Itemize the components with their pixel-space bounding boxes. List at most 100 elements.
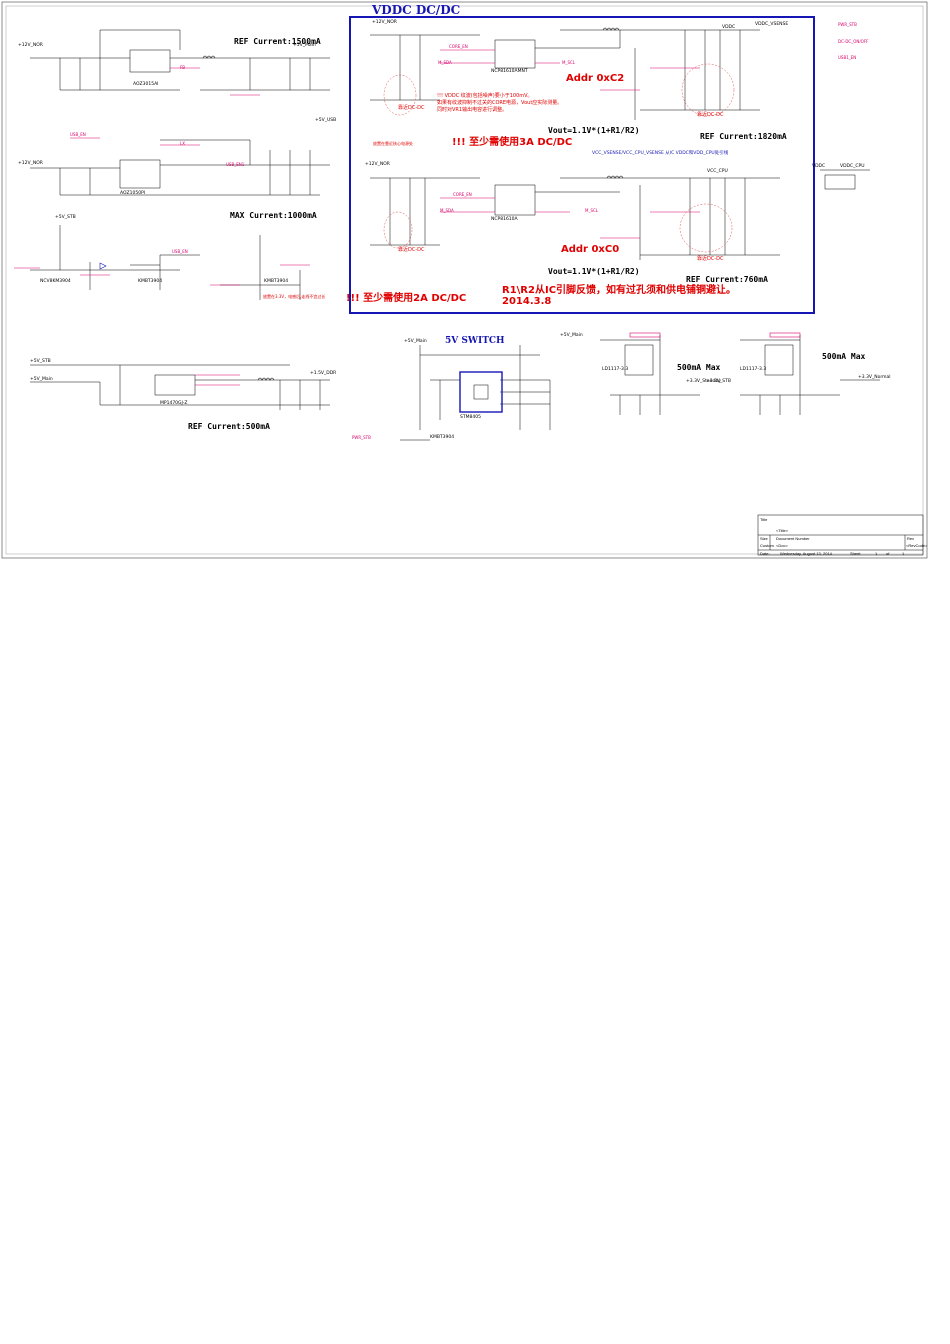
part-u2: MP1470GJ-Z: [160, 401, 188, 406]
net-pwr-stb-2: PWR_STB: [352, 435, 371, 440]
part-q3: KMBT3904: [264, 279, 289, 284]
near-dcdc-label-4: 靠近DC-DC: [697, 256, 724, 262]
vddc-lower-wiring: [370, 177, 780, 260]
net-lx: LX: [180, 141, 185, 146]
title-value: <Title>: [776, 528, 789, 533]
part-u3: AOZ1050PI: [120, 191, 146, 196]
net-3v3-stb: +3.3V_STB: [706, 379, 731, 384]
net-usb-en1: USB_EN1: [226, 162, 245, 167]
part-u26: STM8405: [460, 415, 481, 420]
vout-formula-upper: Vout=1.1V*(1+R1/R2): [548, 126, 640, 135]
near-dcdc-label-3: 靠近DC-DC: [398, 247, 425, 253]
sheet-label: Sheet: [850, 551, 861, 556]
near-dcdc-marker-3: [383, 211, 413, 249]
ldo-wiring: [600, 335, 880, 415]
part-q5: KMBT3904: [430, 435, 455, 440]
placement-note-1: 放置在靠近核心电源处: [373, 141, 413, 146]
net-dcdc-onoff: DC-DC_ON/OFF: [838, 39, 869, 44]
net-m-sda-2: M_SDA: [440, 208, 454, 213]
of-label: of: [886, 551, 890, 556]
net-12v-nor-1: +12V_NOR: [18, 43, 43, 48]
diode-d2: [99, 262, 107, 270]
switch-5v-title: 5V SWITCH: [445, 336, 505, 346]
net-5v-main-2: +5V_Main: [30, 377, 53, 382]
date-value: Wednesday, August 13, 2014: [780, 551, 832, 556]
rev-label: Rev: [907, 536, 915, 541]
switch-5v-wiring: [400, 345, 551, 441]
net-5v-main-3: +5V_Main: [404, 339, 427, 344]
title-block-frame: [757, 514, 924, 556]
sheet-value: 1: [875, 551, 878, 556]
stm8405-chip: [459, 371, 503, 413]
net-5v-stb-2: +5V_STB: [30, 359, 51, 364]
net-3v3-standby: +3.3V_Standby: [686, 379, 721, 384]
addr-0xc2-note: Addr 0xC2: [566, 73, 625, 84]
near-dcdc-marker-2: [681, 63, 735, 117]
title-label: Title: [760, 517, 768, 522]
min-2a-note: !!! 至少需使用2A DC/DC: [346, 293, 467, 304]
net-3v3-normal: +3.3V_Normal: [858, 375, 891, 380]
placement-note-2: 放置在3.3V，电感后,走线不宜过长: [263, 294, 326, 299]
doc-number-label: Document Number: [776, 536, 810, 541]
part-u5: AOZ3015AI: [133, 82, 159, 87]
net-m-scl-1: M_SCL: [562, 60, 576, 65]
rev-value: <RevCode>: [906, 543, 928, 548]
max-500-right: 500mA Max: [822, 352, 866, 361]
r1r2-feedback-note: R1\R2从IC引脚反馈，如有过孔须和供电铺铜避让。: [502, 285, 737, 296]
part-q2: NCV8KM3904: [40, 279, 71, 284]
size-value: Custom: [760, 543, 774, 548]
net-usb-en-1: USB_EN: [70, 132, 86, 137]
net-usb-en-2: USB_EN: [172, 249, 188, 254]
inductor-l1: [602, 27, 620, 31]
vout-formula-lower: Vout=1.1V*(1+R1/R2): [548, 267, 640, 276]
vddc-ripple-note-2: 如果有纹波抑制不过关的CORE电源，Vout应实际测量。: [437, 100, 563, 106]
net-vddc-cpu: VDDC_CPU: [840, 164, 865, 169]
inductor-lbp2: [257, 377, 275, 381]
net-1v5-ddr: +1.5V_DDR: [310, 371, 337, 376]
near-dcdc-label-1: 靠近DC-DC: [398, 105, 425, 111]
net-vddc-vsense: VDDC_VSENSE: [755, 22, 789, 27]
inductor-l7: [606, 175, 624, 179]
net-core-en-1: CORE_EN: [449, 44, 468, 49]
near-dcdc-marker-4: [679, 203, 733, 253]
addr-0xc0-note: Addr 0xC0: [561, 244, 620, 255]
part-u8: NCP81610A: [491, 217, 518, 222]
net-core-en-2: CORE_EN: [453, 192, 472, 197]
size-label: Size: [760, 536, 768, 541]
of-value: 1: [902, 551, 905, 556]
max-current-1000: MAX Current:1000mA: [230, 211, 317, 220]
ref-current-760: REF Current:760mA: [686, 275, 768, 284]
date-label: Date:: [760, 551, 770, 556]
net-m-scl-2: M_SCL: [585, 208, 599, 213]
net-5v-main-4: +5V_Main: [560, 333, 583, 338]
net-vddc-1: VDDC: [722, 25, 736, 30]
regulator-1500-wiring: [30, 29, 330, 91]
ref-current-500: REF Current:500mA: [188, 422, 270, 431]
net-fb: FB: [180, 65, 186, 70]
part-u1: LD1117-3.3: [602, 367, 629, 372]
doc-number-value: <Doc>: [776, 543, 788, 548]
part-q1: KMBT3904: [138, 279, 163, 284]
net-12v-nor-2: +12V_NOR: [18, 161, 43, 166]
vddc-upper-wiring: [370, 29, 760, 120]
revision-date-note: 2014.3.8: [502, 296, 552, 307]
vddc-ripple-note-1: !!! VDDC 纹波(包括噪声)要小于100mV。: [437, 93, 533, 99]
net-vcc-cpu: VCC_CPU: [707, 169, 728, 174]
net-vddc-2: VDDC: [812, 164, 826, 169]
regulator-1000-wiring: [30, 139, 330, 196]
net-12v-nor-3: +12V_NOR: [372, 20, 397, 25]
net-pwr-stb: PWR_STB: [838, 22, 857, 27]
part-u4: LD1117-3.3: [740, 367, 767, 372]
vddc-ripple-note-3: 同时对VR1输出电容进行调整。: [437, 107, 508, 113]
max-500-left: 500mA Max: [677, 363, 721, 372]
vddc-dcdc-box: [349, 16, 815, 314]
ref-current-1500: REF Current:1500mA: [234, 37, 321, 46]
vddc-section-title: VDDC DC/DC: [372, 3, 461, 17]
vsense-routing-note: VCC_VSENSE/VCC_CPU_VSENSE 从IC VDDC和VDD_C…: [592, 151, 729, 156]
usb-switch-wiring: [30, 225, 301, 300]
net-12v-nor-4: +12V_NOR: [365, 162, 390, 167]
regulator-500-wiring: [30, 364, 330, 410]
near-dcdc-label-2: 靠近DC-DC: [697, 112, 724, 118]
net-5v-main-1: +5V_Main: [293, 43, 316, 48]
net-5v-usb: +5V_USB: [315, 118, 337, 123]
